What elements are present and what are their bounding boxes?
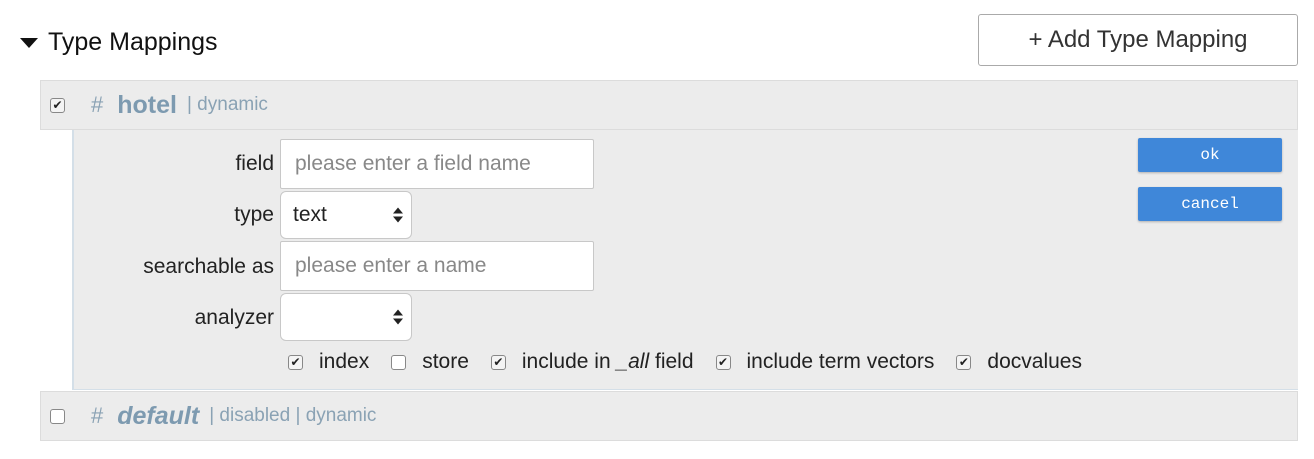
type-select[interactable]: text	[280, 191, 412, 239]
select-arrows-icon	[393, 207, 403, 223]
include-all-checkbox[interactable]: ✔	[490, 354, 506, 370]
docvalues-label: docvalues	[987, 350, 1082, 373]
option-term-vectors[interactable]: ✔ include term vectors	[715, 350, 935, 374]
mapping-meta: | dynamic	[186, 94, 268, 115]
index-label: index	[319, 350, 370, 373]
checkmark-icon: ✔	[493, 355, 504, 369]
hash-icon: #	[91, 403, 104, 428]
option-include-all[interactable]: ✔ include in _all field	[490, 350, 694, 374]
checkmark-icon: ✔	[958, 355, 969, 369]
add-type-mapping-button[interactable]: + Add Type Mapping	[978, 14, 1298, 66]
type-select-value: text	[293, 203, 327, 226]
index-checkbox[interactable]: ✔	[288, 354, 303, 370]
field-name-input[interactable]: please enter a field name	[280, 139, 594, 189]
analyzer-select[interactable]	[280, 293, 412, 341]
searchable-as-label: searchable as	[143, 255, 274, 278]
field-options: ✔ index store ✔ include in _all field ✔ …	[288, 350, 1104, 374]
analyzer-label: analyzer	[194, 306, 274, 329]
caret-down-icon[interactable]	[20, 38, 38, 48]
section-title: Type Mappings	[48, 27, 218, 56]
mapping-meta: | disabled | dynamic	[209, 405, 377, 426]
field-editor-panel: field please enter a field name type tex…	[72, 130, 1298, 390]
docvalues-checkbox[interactable]: ✔	[956, 354, 972, 370]
option-index[interactable]: ✔ index	[288, 350, 369, 374]
checkmark-icon: ✔	[717, 355, 729, 369]
checkmark-icon: ✔	[290, 355, 301, 369]
select-arrows-icon	[393, 309, 403, 325]
ok-button[interactable]: ok	[1138, 138, 1282, 172]
type-mappings-header[interactable]: Type Mappings	[20, 22, 218, 62]
hash-icon: #	[91, 92, 104, 117]
store-label: store	[422, 350, 469, 373]
cancel-button[interactable]: cancel	[1138, 187, 1282, 221]
field-label: field	[235, 152, 274, 175]
checkmark-icon: ✔	[52, 98, 63, 112]
option-store[interactable]: store	[391, 350, 469, 374]
include-all-label: include in _all field	[521, 350, 694, 373]
mapping-name[interactable]: default	[117, 401, 200, 430]
mapping-name[interactable]: hotel	[117, 90, 177, 119]
term-vectors-label: include term vectors	[746, 350, 935, 373]
mapping-row-hotel: ✔ # hotel | dynamic	[40, 80, 1298, 130]
type-label: type	[234, 203, 274, 226]
option-docvalues[interactable]: ✔ docvalues	[956, 350, 1082, 374]
term-vectors-checkbox[interactable]: ✔	[715, 354, 731, 370]
mapping-checkbox-default[interactable]	[50, 408, 65, 424]
mapping-row-default: # default | disabled | dynamic	[40, 391, 1298, 441]
store-checkbox[interactable]	[391, 354, 407, 370]
mapping-checkbox-hotel[interactable]: ✔	[50, 97, 65, 113]
searchable-as-input[interactable]: please enter a name	[280, 241, 594, 291]
